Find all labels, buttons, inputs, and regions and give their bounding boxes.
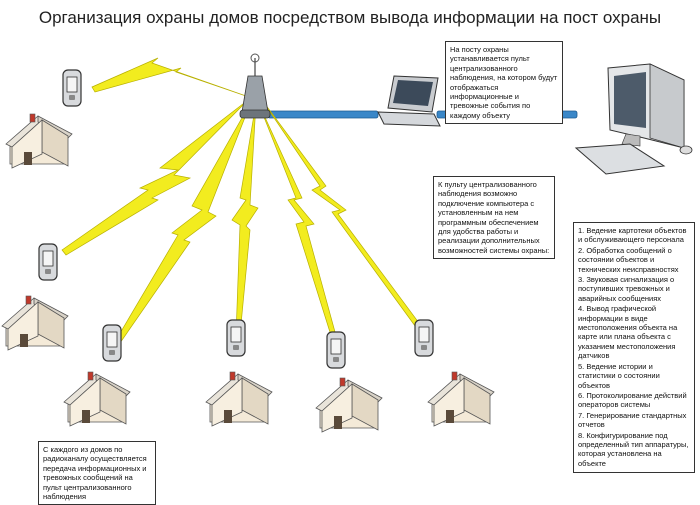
radio-transmitter-icon [414,319,434,357]
note-houses-text: С каждого из домов по радиоканалу осущес… [43,445,147,502]
feature-item: 4. Вывод графической информации в виде м… [578,304,678,361]
desktop-computer-icon [574,63,693,175]
lightning-bolt [115,101,252,344]
house-icon [1,295,69,351]
radio-links [61,57,423,346]
antenna-icon [239,53,271,119]
lightning-bolt [231,102,259,336]
radio-transmitter-icon [102,324,122,362]
lightning-bolt [257,101,339,346]
note-features: 1. Ведение картотеки объектов и обслужив… [573,222,695,474]
cable-to-laptop [267,110,379,119]
note-computer-text: К пульту централизованного наблюдения во… [438,180,550,255]
feature-item: 5. Ведение истории и статистики о состоя… [578,361,660,390]
radio-transmitter-icon [226,319,246,357]
feature-item: 8. Конфигурирование под определенный тип… [578,430,689,468]
radio-transmitter-icon [62,69,82,107]
lightning-bolt [261,99,423,331]
page-title: Организация охраны домов посредством выв… [38,8,662,27]
feature-item: 7. Генерирование стандартных отчетов [578,410,687,430]
feature-item: 6. Протоколирование действий операторов … [578,390,687,410]
house-icon [427,371,495,427]
house-icon [205,371,273,427]
feature-item: 2. Обработка сообщений о состоянии объек… [578,245,679,274]
note-post: На посту охраны устанавливается пульт це… [445,41,563,125]
feature-item: 1. Ведение картотеки объектов и обслужив… [578,226,687,245]
house-icon [315,377,383,433]
laptop-icon [377,75,441,127]
house-icon [5,113,73,169]
feature-item: 3. Звуковая сигнализация о поступивших т… [578,275,675,303]
radio-transmitter-icon [38,243,58,281]
note-post-text: На посту охраны устанавливается пульт це… [450,45,558,120]
lightning-bolt [61,99,249,256]
lightning-bolt [91,57,247,97]
note-houses: С каждого из домов по радиоканалу осущес… [38,441,156,505]
radio-transmitter-icon [326,331,346,369]
house-icon [63,371,131,427]
note-computer: К пульту централизованного наблюдения во… [433,176,555,260]
